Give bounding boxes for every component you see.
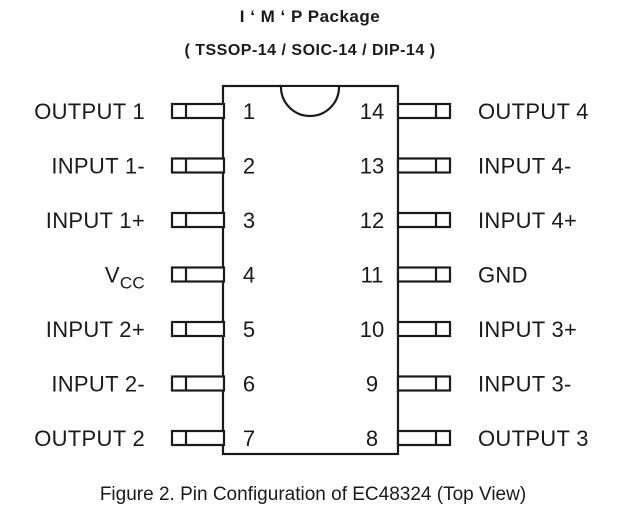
- pin-label: OUTPUT 1: [34, 99, 145, 124]
- pin-label-text: INPUT 4-: [478, 154, 572, 179]
- pin-number: 2: [243, 154, 255, 179]
- pin-10: 10 INPUT 3+: [360, 317, 577, 342]
- pin-label: INPUT 1+: [46, 208, 145, 233]
- pin-7: 7 OUTPUT 2: [34, 426, 255, 451]
- pin-label-text: INPUT 4+: [478, 208, 577, 233]
- pin-lead: [396, 211, 452, 229]
- pin-label-text: INPUT 2+: [46, 317, 145, 342]
- pin-lead: [396, 320, 452, 338]
- pin-label-text: INPUT 3-: [478, 372, 572, 397]
- pin-14: 14 OUTPUT 4: [360, 99, 589, 124]
- pin-label-text: V: [105, 263, 120, 288]
- pin-1: 1 OUTPUT 1: [34, 99, 255, 124]
- pin-lead: [396, 266, 452, 283]
- pin-label: GND: [478, 263, 528, 288]
- pin-label-text: INPUT 1-: [51, 154, 145, 179]
- pin-number: 9: [366, 372, 378, 397]
- pin-lead: [170, 211, 226, 229]
- pin-label-text: INPUT 1+: [46, 208, 145, 233]
- pin-label-text: OUTPUT 3: [478, 426, 589, 451]
- pin-lead: [170, 429, 226, 447]
- pin-label-text: OUTPUT 2: [34, 426, 145, 451]
- pin-lead: [170, 266, 226, 283]
- pin-label-text: GND: [478, 263, 528, 288]
- pin-number: 11: [361, 263, 384, 288]
- pin-lead: [396, 157, 452, 174]
- pin-number: 12: [360, 208, 384, 233]
- pin-label-subscript: CC: [120, 274, 145, 293]
- pin-lead: [396, 375, 452, 392]
- pin-label-text: OUTPUT 1: [34, 99, 145, 124]
- pin-number: 8: [366, 426, 378, 451]
- pin-label: OUTPUT 2: [34, 426, 145, 451]
- pin-6: 6 INPUT 2-: [51, 372, 255, 397]
- pin-2: 2 INPUT 1-: [51, 154, 255, 179]
- pin-number: 13: [360, 154, 384, 179]
- pin-label: INPUT 2-: [51, 372, 145, 397]
- pin-label: INPUT 2+: [46, 317, 145, 342]
- pin-number: 6: [243, 372, 255, 397]
- pin-3: 3 INPUT 1+: [46, 208, 255, 233]
- pin-number: 1: [243, 99, 255, 124]
- pin-label: INPUT 3+: [478, 317, 577, 342]
- pin-5: 5 INPUT 2+: [46, 317, 255, 342]
- pin-4: 4 VCC: [105, 263, 255, 293]
- pin-lead: [170, 157, 226, 174]
- pin-label: INPUT 1-: [51, 154, 145, 179]
- pin-number: 10: [360, 317, 384, 342]
- pin-number: 14: [360, 99, 384, 124]
- pin-number: 7: [243, 426, 255, 451]
- pin-11: 11 GND: [361, 263, 528, 288]
- pin-label: OUTPUT 4: [478, 99, 589, 124]
- pin-label-text: INPUT 3+: [478, 317, 577, 342]
- pin-lead: [170, 375, 226, 392]
- pin-12: 12 INPUT 4+: [360, 208, 577, 233]
- package-title: I ‘ M ‘ P Package: [240, 7, 380, 26]
- pin-lead: [396, 102, 452, 120]
- pin-label: INPUT 4+: [478, 208, 577, 233]
- pin1-notch: [279, 86, 341, 118]
- pin-lead: [170, 320, 226, 338]
- pin-label: INPUT 3-: [478, 372, 572, 397]
- pin-label-text: INPUT 2-: [51, 372, 145, 397]
- pin-label: VCC: [105, 263, 145, 293]
- figure-caption: Figure 2. Pin Configuration of EC48324 (…: [100, 484, 526, 505]
- pin-number: 3: [243, 208, 255, 233]
- ic-body: [221, 84, 400, 456]
- package-subtitle: ( TSSOP-14 / SOIC-14 / DIP-14 ): [184, 42, 435, 59]
- pins-layer: 1 OUTPUT 1 2 INPUT 1- 3 INPUT 1+ 4 VCC 5 INPUT 2+…: [34, 99, 589, 451]
- pin-number: 4: [243, 263, 255, 288]
- pin-8: 8 OUTPUT 3: [366, 426, 589, 451]
- pin-9: 9 INPUT 3-: [366, 372, 572, 397]
- pin-label-text: OUTPUT 4: [478, 99, 589, 124]
- pin-13: 13 INPUT 4-: [360, 154, 572, 179]
- pin-label: OUTPUT 3: [478, 426, 589, 451]
- pin-label: INPUT 4-: [478, 154, 572, 179]
- pin-lead: [170, 102, 226, 120]
- pin-number: 5: [243, 317, 255, 342]
- pin-lead: [396, 429, 452, 447]
